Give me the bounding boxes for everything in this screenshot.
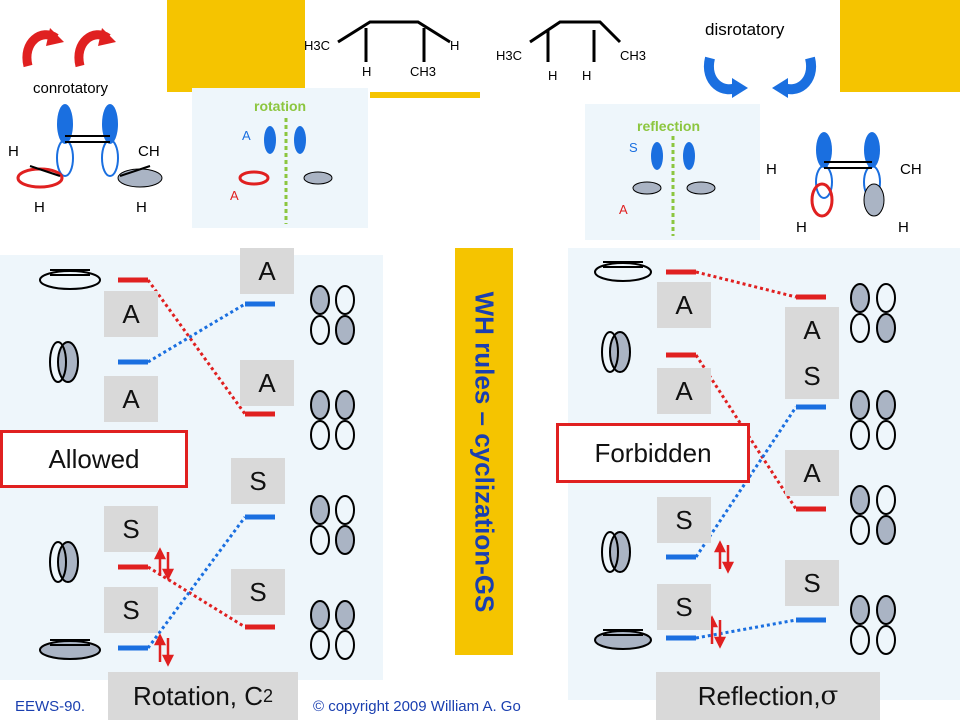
right-correlation-lines bbox=[594, 261, 896, 655]
right-label-a4: A bbox=[785, 450, 839, 496]
svg-text:A: A bbox=[242, 128, 251, 143]
allowed-badge: Allowed bbox=[0, 430, 188, 488]
svg-text:S: S bbox=[629, 140, 638, 155]
left-label-a2: A bbox=[104, 291, 158, 337]
svg-text:H: H bbox=[34, 199, 45, 216]
footer-copyright: © copyright 2009 William A. Go bbox=[313, 698, 521, 715]
right-label-a2: A bbox=[657, 368, 711, 414]
right-label-a1: A bbox=[657, 282, 711, 328]
left-correlation-lines bbox=[39, 269, 355, 667]
disrotatory-label: disrotatory bbox=[705, 20, 785, 39]
right-label-s4: S bbox=[657, 584, 711, 630]
footer-course-code: EEWS-90. bbox=[15, 698, 86, 715]
svg-text:H: H bbox=[898, 219, 909, 236]
disrotatory-arrows-icon bbox=[703, 56, 817, 98]
gold-block-right bbox=[840, 0, 960, 92]
rotation-panel: rotation A A bbox=[192, 88, 368, 228]
svg-text:H: H bbox=[136, 199, 147, 216]
left-label-s3: S bbox=[231, 569, 285, 615]
left-label-s2: S bbox=[104, 506, 158, 552]
left-label-s4: S bbox=[104, 587, 158, 633]
svg-text:CH: CH bbox=[138, 143, 160, 160]
molecule-cis-trans: H3C H H CH3 bbox=[300, 12, 480, 87]
gold-block-left bbox=[167, 0, 305, 92]
svg-text:A: A bbox=[619, 202, 628, 217]
right-label-a3: A bbox=[785, 307, 839, 353]
right-label-s2: S bbox=[657, 497, 711, 543]
right-label-s3: S bbox=[785, 560, 839, 606]
center-title-bar: WH rules – cyclization-GS bbox=[455, 248, 513, 655]
reflection-caption: Reflection, σ bbox=[656, 672, 880, 720]
orbital-sketch-disrotatory: H CH H H bbox=[762, 120, 960, 246]
molecule-cis-cis: H3C CH3 H H bbox=[490, 12, 660, 87]
left-label-s1: S bbox=[231, 458, 285, 504]
center-title: WH rules – cyclization-GS bbox=[469, 291, 500, 612]
left-label-a1: A bbox=[240, 248, 294, 294]
gold-strip bbox=[370, 92, 480, 98]
forbidden-badge: Forbidden bbox=[556, 423, 750, 483]
svg-text:A: A bbox=[230, 188, 239, 203]
orbital-sketch-conrotatory: H CH H H bbox=[0, 96, 195, 230]
reflection-panel: reflection S A bbox=[585, 104, 760, 240]
svg-text:H: H bbox=[8, 143, 19, 160]
conrotatory-label: conrotatory bbox=[33, 80, 109, 97]
right-label-s1: S bbox=[785, 353, 839, 399]
left-label-a4: A bbox=[104, 376, 158, 422]
svg-text:CH: CH bbox=[900, 161, 922, 178]
conrotatory-arrows-icon bbox=[22, 28, 116, 68]
svg-text:H: H bbox=[796, 219, 807, 236]
svg-text:H: H bbox=[766, 161, 777, 178]
left-label-a3: A bbox=[240, 360, 294, 406]
